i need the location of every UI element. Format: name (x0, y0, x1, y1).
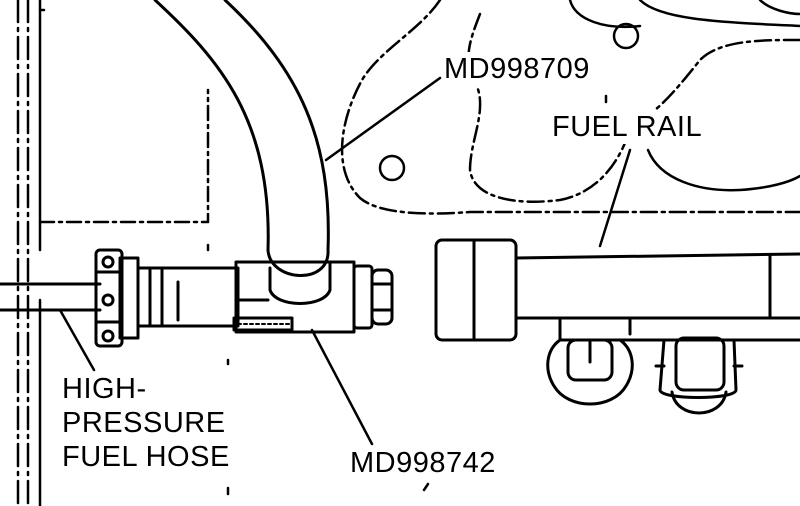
hose-md998709 (153, 0, 332, 305)
leader-fuel-rail (598, 148, 632, 248)
label-hose-line-3: FUEL HOSE (62, 441, 230, 473)
leader-lines (58, 76, 632, 492)
leader-md998709 (324, 76, 442, 162)
adapter-md998742 (136, 260, 394, 334)
label-hose-line-2: PRESSURE (62, 407, 226, 439)
label-fuel-rail: FUEL RAIL (552, 110, 703, 144)
intake-manifold-outline (340, 0, 800, 215)
hose-fitting-nut (94, 248, 140, 348)
label-md998709: MD998709 (444, 52, 590, 86)
bracket-outline (38, 88, 230, 496)
fuel-rail (434, 238, 800, 415)
label-md998742: MD998742 (350, 446, 496, 480)
leader-md998742 (310, 328, 374, 446)
left-frame-lines (16, 0, 46, 506)
leader-hose (58, 308, 96, 372)
label-high-pressure-fuel-hose: HIGH- PRESSURE FUEL HOSE (62, 372, 230, 474)
label-hose-line-1: HIGH- (62, 373, 147, 405)
high-pressure-fuel-hose (0, 282, 102, 312)
